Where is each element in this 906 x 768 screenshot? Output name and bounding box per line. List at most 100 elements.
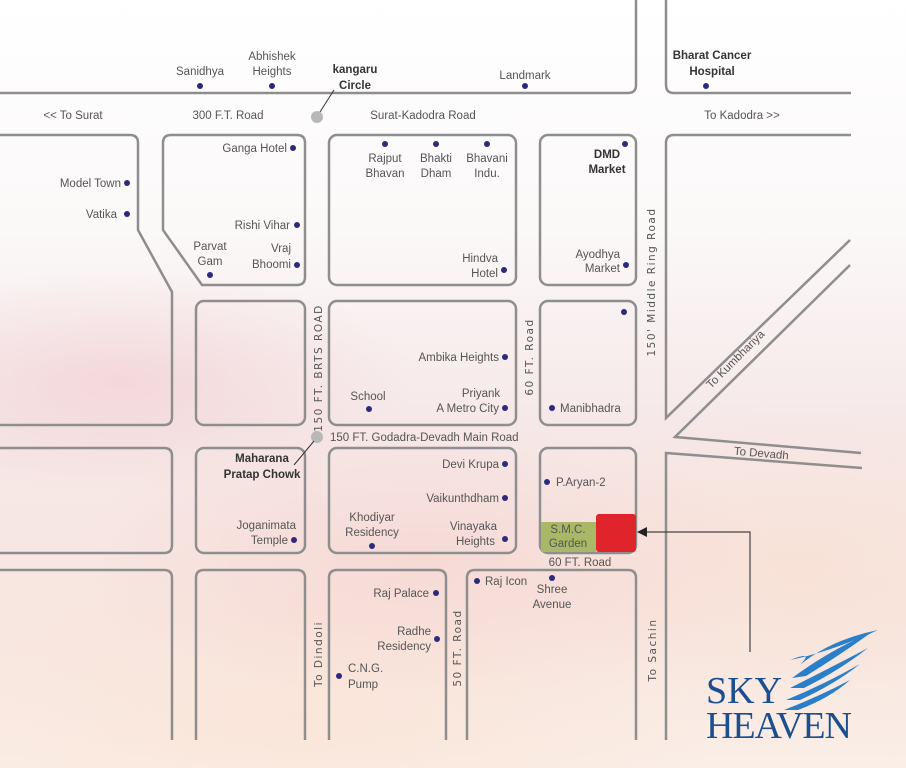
poi-label: Rishi Vihar [235, 220, 291, 232]
block [0, 0, 638, 95]
poi-label: S.M.C. [550, 524, 585, 536]
road-label: To Sachin [647, 619, 659, 683]
poi-dot [502, 461, 508, 467]
poi-dot [549, 575, 555, 581]
poi-label: Parvat [193, 241, 227, 253]
poi-dot [623, 262, 629, 268]
block [664, 451, 863, 740]
poi-label: Garden [549, 538, 587, 550]
project-site-marker[interactable] [596, 514, 636, 552]
road-labels: << To Surat 300 F.T. Road Surat-Kadodra … [43, 110, 789, 688]
block [664, 0, 851, 95]
road-label: 150 FT. Godadra-Devadh Main Road [330, 432, 519, 444]
block [664, 133, 851, 421]
poi-dot [502, 354, 508, 360]
poi-dot [622, 141, 628, 147]
poi-dot [269, 83, 275, 89]
poi-label: Landmark [499, 70, 550, 82]
poi-dot [549, 405, 555, 411]
poi-label: Heights [253, 66, 292, 78]
poi-label: Ayodhya [575, 249, 620, 261]
poi-label: P.Aryan-2 [556, 477, 606, 489]
poi-label: Raj Palace [373, 588, 429, 600]
junction-label: Circle [339, 80, 371, 92]
arrow-head-icon [637, 527, 647, 537]
block [465, 568, 638, 740]
maharana-chowk-marker [311, 431, 323, 443]
road-label: << To Surat [43, 110, 103, 122]
poi-dot [124, 180, 130, 186]
poi-dot [207, 272, 213, 278]
poi-label: Abhishek [248, 51, 296, 63]
poi-dot [544, 479, 550, 485]
poi-dot [703, 83, 709, 89]
poi-dot [294, 222, 300, 228]
poi-dot [433, 590, 439, 596]
poi-dot [474, 578, 480, 584]
poi-label: Radhe [397, 626, 431, 638]
poi-label: Residency [345, 527, 399, 539]
poi-label: Temple [251, 535, 288, 547]
poi-dot [291, 537, 297, 543]
poi-dot [369, 543, 375, 549]
poi-label: A Metro City [436, 403, 499, 415]
poi-dot [290, 145, 296, 151]
poi-label: Market [588, 164, 625, 176]
poi-label: Pump [348, 679, 378, 691]
kangaru-circle-marker [311, 111, 323, 123]
block [327, 133, 518, 287]
poi-dot [502, 495, 508, 501]
junction-label: Maharana [235, 453, 289, 465]
block [194, 446, 307, 555]
poi-label: Indu. [474, 168, 500, 180]
poi-label: Avenue [533, 599, 572, 611]
poi-label: Ambika Heights [418, 352, 499, 364]
poi-label: Khodiyar [349, 512, 395, 524]
road-label: 50 FT. Road [452, 609, 464, 686]
poi-dot [382, 141, 388, 147]
block [538, 299, 638, 427]
block [538, 446, 638, 555]
poi-label: Hospital [689, 66, 734, 78]
poi-dot [502, 536, 508, 542]
block [0, 446, 174, 555]
logo-text: SKY [706, 670, 782, 712]
block [161, 133, 307, 287]
road-label: 60 FT. Road [524, 318, 536, 395]
poi-dot [433, 141, 439, 147]
poi-label: Heights [456, 536, 495, 548]
junction-label: Pratap Chowk [224, 469, 301, 481]
poi-label: Vatika [86, 209, 118, 221]
road-label: 300 F.T. Road [193, 110, 264, 122]
road-label: To Kumbhariya [705, 328, 768, 391]
smc-garden-area [541, 522, 596, 552]
block [0, 568, 174, 740]
site-pointer-line [645, 531, 751, 652]
block [327, 299, 518, 427]
poi-label: Dham [421, 168, 452, 180]
city-blocks [0, 0, 863, 740]
poi-label: Vaikunthdham [426, 493, 499, 505]
poi-label: Residency [377, 641, 431, 653]
poi-dot [484, 141, 490, 147]
poi-label: Rajput [368, 153, 402, 165]
block [0, 133, 174, 427]
road-label: Surat-Kadodra Road [370, 110, 475, 122]
block [194, 568, 307, 740]
logo-text: HEAVEN [706, 705, 852, 747]
poi-label: Bhavani [466, 153, 508, 165]
block [672, 264, 862, 455]
poi-dot [621, 309, 627, 315]
poi-label: Vinayaka [450, 521, 498, 533]
poi-label: Hindva [462, 253, 498, 265]
poi-label: Sanidhya [176, 66, 225, 78]
poi-dot [501, 267, 507, 273]
poi-dot [522, 83, 528, 89]
poi-dot [294, 262, 300, 268]
poi-label: Bhavan [365, 168, 404, 180]
poi-dot [434, 636, 440, 642]
road-label: 150' Middle Ring Road [646, 207, 658, 356]
block [194, 299, 307, 427]
poi-label: DMD [594, 149, 620, 161]
